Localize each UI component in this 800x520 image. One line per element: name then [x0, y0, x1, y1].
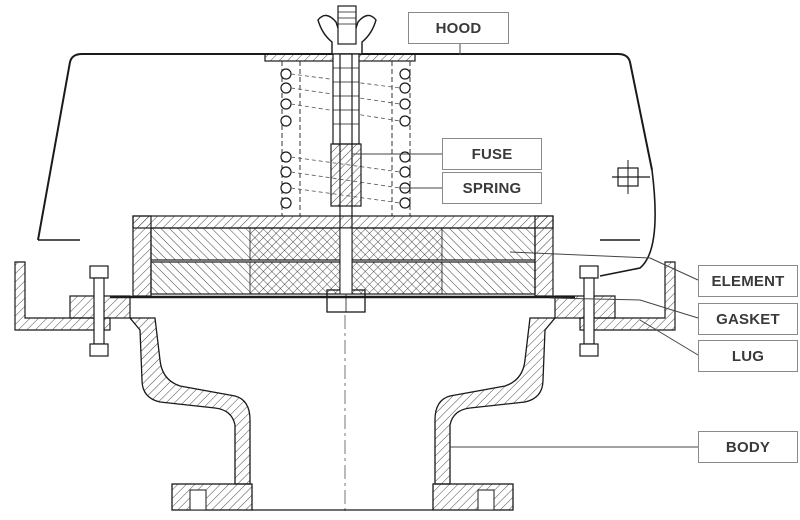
label-element: ELEMENT [698, 265, 798, 297]
leader-lines [352, 44, 699, 448]
label-body: BODY [698, 431, 798, 463]
flame-element [150, 227, 536, 295]
label-hood: HOOD [408, 12, 509, 44]
label-gasket: GASKET [698, 303, 798, 335]
label-fuse: FUSE [442, 138, 542, 170]
body [128, 317, 557, 511]
label-spring: SPRING [442, 172, 542, 204]
spring-wire [290, 73, 401, 204]
wing-nut [317, 5, 377, 55]
element-housing [132, 215, 554, 297]
spring-coils [280, 68, 411, 209]
label-lug: LUG [698, 340, 798, 372]
stem [326, 53, 366, 313]
fuse [330, 143, 362, 207]
bolt-right [579, 265, 599, 357]
bolt-left [89, 265, 109, 357]
